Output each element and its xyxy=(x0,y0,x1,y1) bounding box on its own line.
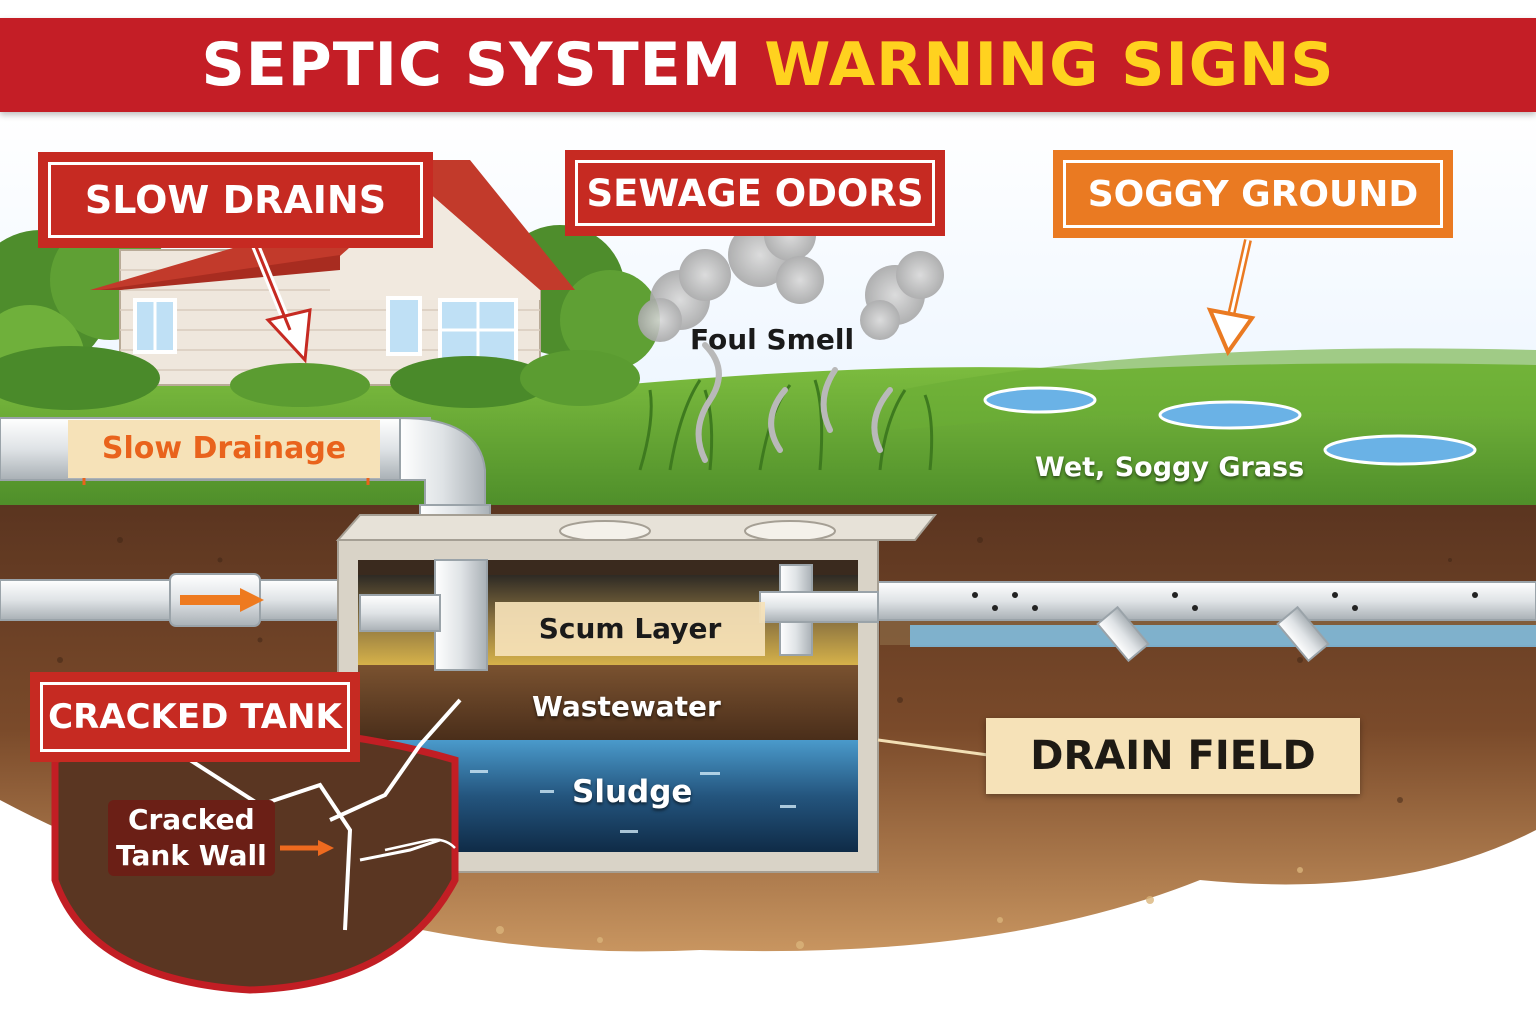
slow-drainage-label: Slow Drainage xyxy=(68,420,380,478)
title-banner: SEPTIC SYSTEM WARNING SIGNS xyxy=(0,18,1536,112)
sewage-odors-label: SEWAGE ODORS xyxy=(575,160,935,226)
soggy-ground-sign: SOGGY GROUND xyxy=(1053,150,1453,238)
wet-grass-label: Wet, Soggy Grass xyxy=(1035,452,1305,483)
gravel xyxy=(496,867,1303,949)
cracked-tank-sign: CRACKED TANK xyxy=(30,672,360,762)
title-part-2: WARNING SIGNS xyxy=(764,30,1335,100)
scum-layer-label: Scum Layer xyxy=(495,602,765,656)
cracked-tank-label: CRACKED TANK xyxy=(40,682,350,752)
drain-field-leader xyxy=(877,738,989,757)
smoke-wisps xyxy=(695,342,893,463)
title-part-1: SEPTIC SYSTEM xyxy=(201,30,743,100)
sludge-label: Sludge xyxy=(572,774,693,810)
puddles xyxy=(983,386,1477,466)
sewage-odors-sign: SEWAGE ODORS xyxy=(565,150,945,236)
drain-field-sign: DRAIN FIELD xyxy=(986,718,1360,794)
wastewater-label: Wastewater xyxy=(532,690,721,723)
drain-field-label: DRAIN FIELD xyxy=(1030,733,1316,779)
shrubs xyxy=(0,346,640,410)
drain-field-water xyxy=(910,625,1536,647)
outlet-pipe xyxy=(874,581,1536,663)
soggy-ground-label: SOGGY GROUND xyxy=(1063,160,1443,228)
foul-smell-label: Foul Smell xyxy=(690,323,855,356)
cracked-wall-line-1: Cracked xyxy=(127,803,255,836)
slow-drains-label: SLOW DRAINS xyxy=(48,162,423,238)
soggy-ground-arrow-icon xyxy=(1206,239,1256,357)
cracked-wall-label: Cracked Tank Wall xyxy=(108,800,275,876)
smoke-clouds xyxy=(638,209,944,342)
slow-drains-sign: SLOW DRAINS xyxy=(38,152,433,248)
cracked-wall-line-2: Tank Wall xyxy=(116,839,267,872)
inlet-pipe xyxy=(0,573,341,627)
wastewater-region xyxy=(358,665,858,740)
page-title: SEPTIC SYSTEM WARNING SIGNS xyxy=(202,30,1335,100)
